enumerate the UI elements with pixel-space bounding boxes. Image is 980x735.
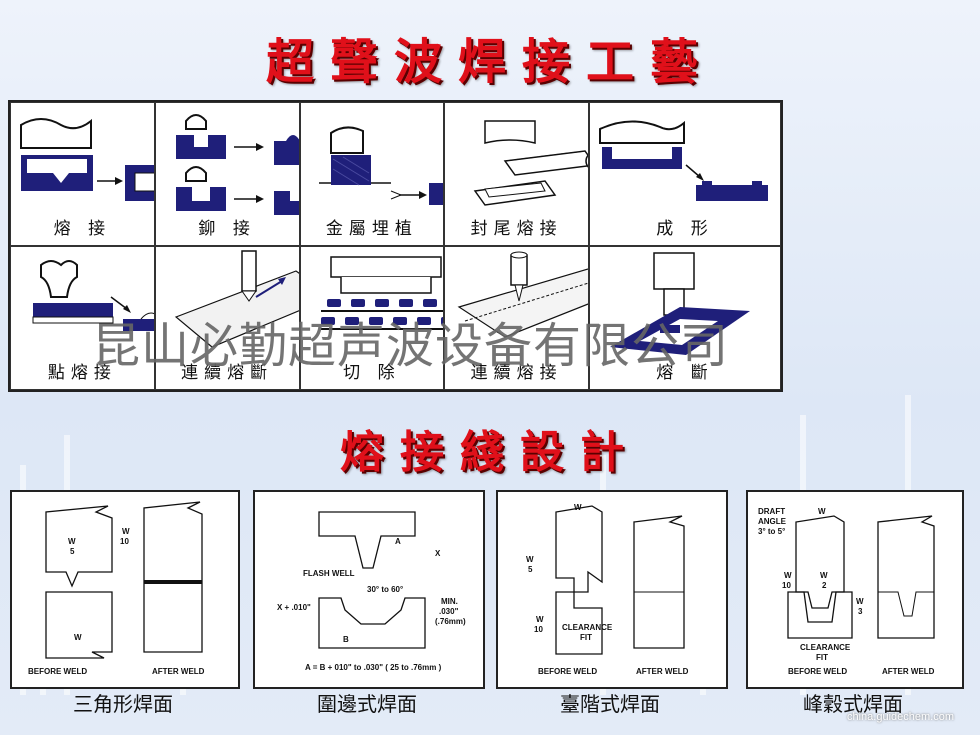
fuse-weld-illustration (20, 118, 154, 201)
process-cell-continuous-weld: 連續熔接 (444, 246, 589, 390)
process-cell-spot: 點熔接 (10, 246, 155, 390)
after-weld-label: AFTER WELD (636, 667, 689, 676)
after-weld-label: AFTER WELD (882, 667, 935, 676)
min-mm-label: (.76mm) (435, 617, 466, 626)
draft-label: DRAFT (758, 507, 785, 516)
process-cell-fuse-cut: 熔 斷 (589, 246, 781, 390)
metal-insert-illustration (318, 126, 444, 205)
x-plus-label: X + .010" (277, 603, 311, 612)
process-label: 成 形 (656, 219, 714, 239)
clearance-label: CLEARANCE (562, 623, 613, 632)
w5-label: 5 (528, 565, 533, 574)
design-panel-triangle: W 5 W 10 W BEFORE WELD AFTER WELD (10, 490, 240, 689)
step-joint-diagram: W W 5 W 10 CLEARANCE FIT BEFORE WELD AFT… (526, 503, 689, 676)
fit-label: FIT (816, 653, 828, 662)
w3-label: 3 (858, 607, 863, 616)
min-value-label: .030" (439, 607, 459, 616)
angle-label: 30° to 60° (367, 585, 403, 594)
w-label: W (784, 571, 792, 580)
swage-illustration (473, 120, 589, 206)
continuous-weld-illustration (457, 251, 589, 338)
site-watermark: china.guidechem.com (846, 711, 954, 723)
fit-label: FIT (580, 633, 592, 642)
w10-label: 10 (120, 537, 129, 546)
process-cell-fuse: 熔 接 (10, 102, 155, 246)
w-label: W (526, 555, 534, 564)
w-label: W (536, 615, 544, 624)
fuse-cut-illustration (610, 252, 750, 355)
draft-value-label: 3° to 5° (758, 527, 785, 536)
w2-label: 2 (822, 581, 827, 590)
forming-illustration (599, 120, 768, 201)
w-label: W (122, 527, 130, 536)
design-label: 臺階式焊面 (560, 692, 660, 716)
w10-label: 10 (534, 625, 543, 634)
design-title: 熔接綫設計 (340, 427, 640, 478)
cutoff-illustration (320, 256, 444, 330)
shear-joint-diagram: A X FLASH WELL 30° to 60° X + .010" MIN.… (277, 511, 466, 672)
design-label: 圍邊式焊面 (317, 692, 417, 716)
process-cell-form: 成 形 (589, 102, 781, 246)
process-label: 熔 接 (53, 219, 112, 239)
w-label: W (856, 597, 864, 606)
clearance-label: CLEARANCE (800, 643, 851, 652)
w-label: W (74, 633, 82, 642)
w-label: W (818, 507, 826, 516)
process-cell-continuous-cut: 連續熔斷 (154, 246, 300, 390)
process-cell-swage: 封尾熔接 (444, 102, 589, 246)
a-label: A (395, 537, 401, 546)
design-panel-tongue-groove: DRAFT ANGLE 3° to 5° W W 10 W 2 W 3 CLEA… (746, 490, 964, 689)
process-label: 鉚 接 (198, 219, 256, 239)
b-label: B (343, 635, 349, 644)
triangle-joint-diagram: W 5 W 10 W BEFORE WELD AFTER WELD (28, 501, 205, 676)
w-label: W (68, 537, 76, 546)
w-label: W (574, 503, 582, 512)
main-title: 超聲波焊接工藝 (265, 34, 714, 90)
process-label: 切 除 (343, 363, 401, 383)
w-label: W (820, 571, 828, 580)
process-label: 點熔接 (47, 363, 117, 383)
process-label: 連續熔斷 (181, 363, 274, 383)
spot-weld-illustration (32, 260, 154, 331)
w5-label: 5 (70, 547, 75, 556)
before-weld-label: BEFORE WELD (538, 667, 597, 676)
process-cell-rivet: 鉚 接 (154, 102, 300, 246)
process-cell-insert: 金屬埋植 (299, 102, 445, 246)
process-label: 熔 斷 (656, 363, 714, 383)
min-label: MIN. (441, 597, 458, 606)
design-label: 峰穀式焊面 (803, 692, 903, 716)
after-weld-label: AFTER WELD (152, 667, 205, 676)
draft-angle-label: ANGLE (758, 517, 787, 526)
x-label: X (435, 549, 441, 558)
rivet-illustration (175, 114, 299, 215)
w10-label: 10 (782, 581, 791, 590)
design-label: 三角形焊面 (73, 692, 173, 716)
design-panel-shear: A X FLASH WELL 30° to 60° X + .010" MIN.… (253, 490, 485, 689)
process-label: 封尾熔接 (470, 219, 563, 239)
before-weld-label: BEFORE WELD (788, 667, 847, 676)
process-label: 連續熔接 (470, 363, 563, 383)
formula-label: A = B + 010" to .030" ( 25 to .76mm ) (305, 663, 442, 672)
process-cell-cutoff: 切 除 (299, 246, 445, 390)
tongue-groove-diagram: DRAFT ANGLE 3° to 5° W W 10 W 2 W 3 CLEA… (758, 507, 935, 676)
process-label: 金屬埋植 (325, 219, 418, 239)
flash-well-label: FLASH WELL (303, 569, 355, 578)
process-grid: 熔 接 鉚 接 (8, 100, 783, 392)
continuous-cut-illustration (174, 250, 299, 348)
design-panel-step: W W 5 W 10 CLEARANCE FIT BEFORE WELD AFT… (496, 490, 728, 689)
before-weld-label: BEFORE WELD (28, 667, 87, 676)
